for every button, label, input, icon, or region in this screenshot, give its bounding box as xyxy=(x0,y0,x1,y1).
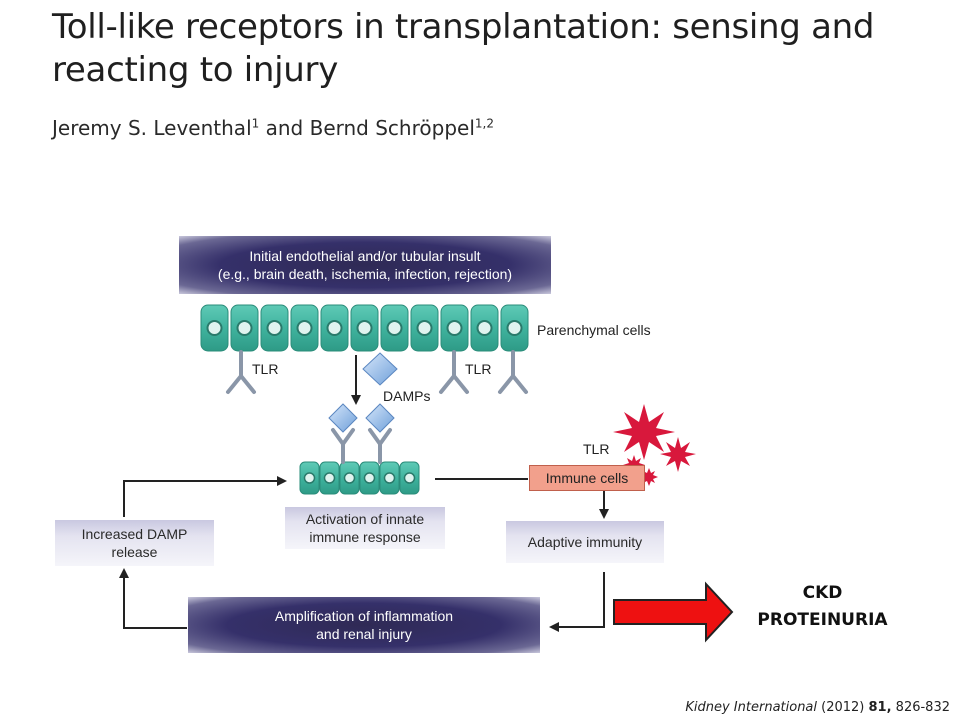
amplification-to-damp-arrow xyxy=(119,568,187,629)
adaptive-immunity-box: Adaptive immunity xyxy=(506,521,664,563)
innate-cell xyxy=(319,461,340,495)
parenchymal-cell-row xyxy=(200,304,529,352)
initial-insult-line-2: (e.g., brain death, ischemia, infection,… xyxy=(217,266,513,282)
damp-release-line-2: release xyxy=(111,544,158,560)
author-2-affiliation: 1,2 xyxy=(474,116,494,131)
damp-to-innate-arrow xyxy=(123,476,287,517)
outcome-proteinuria: PROTEINURIA xyxy=(757,610,888,630)
innate-cell xyxy=(399,461,420,495)
initial-insult-box: Initial endothelial and/or tubular insul… xyxy=(179,236,551,294)
parenchymal-cell xyxy=(350,304,379,352)
title-line-1: Toll-like receptors in transplantation: … xyxy=(52,7,875,47)
tlr-bound-receptor-icon xyxy=(365,403,395,464)
parenchymal-cell xyxy=(380,304,409,352)
tlr-receptor-icon xyxy=(439,350,469,394)
innate-cell xyxy=(339,461,360,495)
parenchymal-cell xyxy=(290,304,319,352)
tlr-bound-receptor-icon xyxy=(328,403,358,464)
author-2: Bernd Schröppel xyxy=(309,116,475,140)
innate-cell xyxy=(379,461,400,495)
citation-volume: 81, xyxy=(868,700,892,715)
author-1: Jeremy S. Leventhal xyxy=(52,116,252,140)
parenchymal-cell xyxy=(410,304,439,352)
innate-cell xyxy=(299,461,320,495)
parenchymal-cell xyxy=(260,304,289,352)
amplification-line-1: Amplification of inflammation xyxy=(274,608,454,624)
outcome-ckd: CKD xyxy=(802,583,843,603)
innate-activation-box: Activation of innate immune response xyxy=(285,507,445,549)
innate-cell-row xyxy=(299,461,420,495)
damp-release-line-1: Increased DAMP xyxy=(81,526,188,542)
innate-activation-line-1: Activation of innate xyxy=(305,511,425,527)
damps-label: DAMPs xyxy=(383,388,431,404)
tlr-immune-label: TLR xyxy=(583,441,610,457)
paper-title: Toll-like receptors in transplantation: … xyxy=(52,6,942,92)
innate-activation-line-2: immune response xyxy=(309,529,421,545)
parenchymal-cell xyxy=(320,304,349,352)
adaptive-to-amplification-arrow xyxy=(549,572,605,632)
parenchymal-cell xyxy=(230,304,259,352)
author-1-affiliation: 1 xyxy=(251,116,260,131)
activation-burst-icon xyxy=(660,437,696,472)
citation-year: (2012) xyxy=(817,700,869,715)
author-list: Jeremy S. Leventhal1 and Bernd Schröppel… xyxy=(52,116,494,140)
outcome-label: CKD PROTEINURIA xyxy=(735,580,910,634)
citation: Kidney International (2012) 81, 826-832 xyxy=(685,700,950,715)
title-line-2: reacting to injury xyxy=(52,50,339,90)
initial-insult-line-1: Initial endothelial and/or tubular insul… xyxy=(249,248,481,264)
amplification-box: Amplification of inflammation and renal … xyxy=(188,597,540,653)
parenchymal-cell xyxy=(470,304,499,352)
damp-diamond-icon xyxy=(362,352,398,386)
author-join: and xyxy=(259,116,310,140)
parenchymal-cells-label: Parenchymal cells xyxy=(537,322,651,338)
adaptive-immunity-label: Adaptive immunity xyxy=(527,534,643,550)
tlr-left-label: TLR xyxy=(252,361,279,377)
damp-release-box: Increased DAMP release xyxy=(55,520,214,566)
activation-burst-icon xyxy=(613,404,675,460)
parenchymal-cell xyxy=(440,304,469,352)
citation-pages: 826-832 xyxy=(891,700,950,715)
tlr-receptor-icon xyxy=(498,350,528,394)
innate-cell xyxy=(359,461,380,495)
citation-journal: Kidney International xyxy=(685,700,818,715)
amplification-line-2: and renal injury xyxy=(316,626,412,642)
tlr-receptor-icon xyxy=(226,350,256,394)
tlr-right-label: TLR xyxy=(465,361,492,377)
parenchymal-cell xyxy=(200,304,229,352)
immune-cells-box: Immune cells xyxy=(529,465,645,491)
outcome-arrow-icon xyxy=(613,581,734,643)
parenchymal-cell xyxy=(500,304,529,352)
